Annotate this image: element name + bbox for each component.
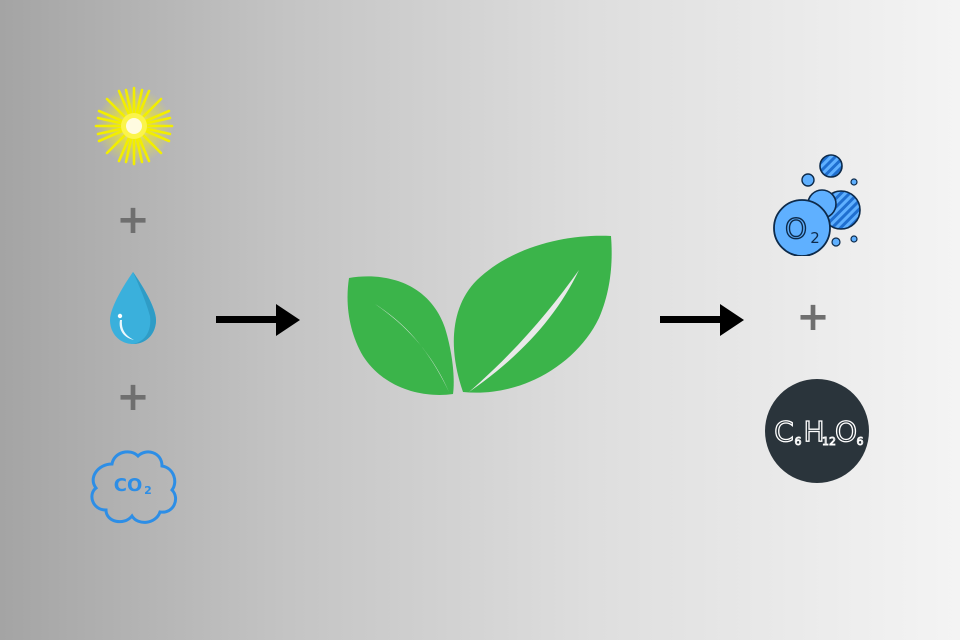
sun-icon [94, 86, 174, 166]
co2-cloud-icon: CO 2 [88, 446, 180, 526]
co2-label: CO [114, 475, 143, 496]
arrow-right-icon [214, 302, 302, 338]
glucose-c-subscript: 6 [795, 435, 802, 448]
glucose-h-subscript: 12 [822, 435, 836, 448]
glucose-h: H [803, 415, 824, 448]
glucose-o: O [835, 415, 857, 448]
glucose-c: C [774, 415, 794, 448]
plus-sign: + [116, 197, 150, 243]
oxygen-bubbles-icon: O 2 [770, 152, 866, 256]
water-drop-icon [106, 270, 160, 346]
plus-sign: + [796, 294, 830, 340]
glucose-o-subscript: 6 [857, 435, 864, 448]
o2-label: O [785, 212, 807, 245]
co2-subscript: 2 [144, 484, 152, 497]
plus-sign: + [116, 374, 150, 420]
arrow-right-icon [658, 302, 746, 338]
leaf-icon [345, 232, 615, 400]
glucose-molecule-icon: C H O 6 12 6 [764, 378, 870, 484]
o2-subscript: 2 [810, 229, 820, 247]
